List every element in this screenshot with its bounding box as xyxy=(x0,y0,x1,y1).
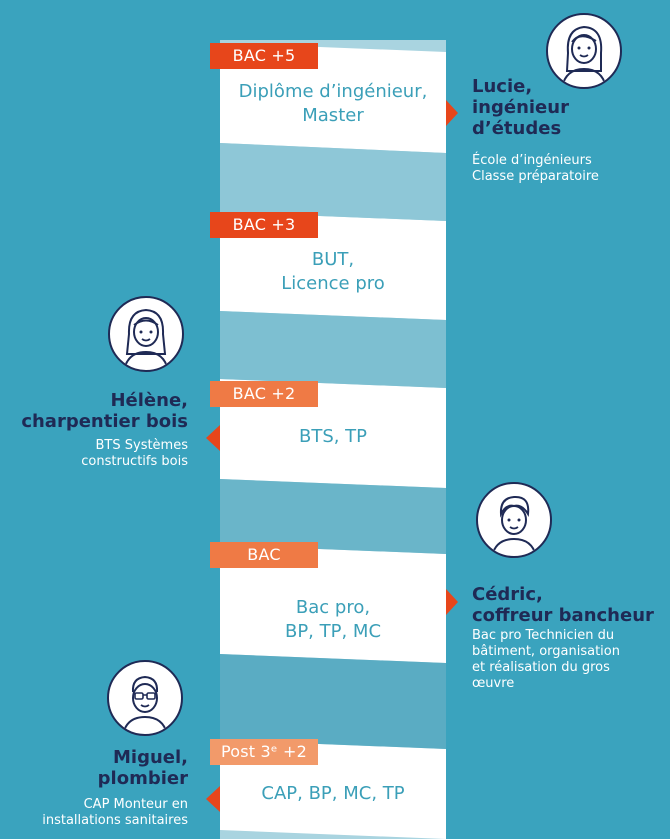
ribbon-connector xyxy=(220,311,446,388)
person-name-cedric: Cédric, coffreur bancheur xyxy=(472,584,654,626)
level-badge-bac2: BAC +2 xyxy=(210,381,318,407)
ribbon-segment-bac5 xyxy=(220,43,446,153)
ribbon-segment-bac3 xyxy=(220,212,446,320)
ribbon-connector xyxy=(220,654,446,749)
person-path-cedric: Bac pro Technicien du bâtiment, organisa… xyxy=(472,628,620,691)
degree-text-bac: Bac pro, BP, TP, MC xyxy=(284,597,382,642)
ribbon-connector xyxy=(220,143,446,221)
ribbon-segment-bac xyxy=(220,545,446,663)
degree-text-bac2: BTS, TP xyxy=(298,426,368,447)
arrow-left-icon xyxy=(206,786,220,812)
person-name-lucie: Lucie, ingénieur d’études xyxy=(472,76,569,139)
degree-text-post3: CAP, BP, MC, TP xyxy=(261,783,405,804)
man-glasses-avatar-icon xyxy=(107,660,183,736)
level-badge-bac: BAC xyxy=(210,542,318,568)
man-avatar-icon xyxy=(476,482,552,558)
ribbon-connector xyxy=(220,479,446,554)
person-name-miguel: Miguel, plombier xyxy=(97,747,188,789)
person-path-helene: BTS Systèmes constructifs bois xyxy=(81,438,188,469)
woman-avatar-icon xyxy=(546,13,622,89)
woman-avatar-icon xyxy=(108,296,184,372)
person-path-miguel: CAP Monteur en installations sanitaires xyxy=(42,797,188,828)
arrow-right-icon xyxy=(446,589,458,615)
arrow-right-icon xyxy=(446,100,458,126)
arrow-left-icon xyxy=(206,425,220,451)
level-badge-bac3: BAC +3 xyxy=(210,212,318,238)
person-name-helene: Hélène, charpentier bois xyxy=(21,390,188,432)
level-badge-post3: Post 3ᵉ +2 xyxy=(210,739,318,765)
degree-text-bac5: Diplôme d’ingénieur, Master xyxy=(238,81,428,126)
degree-text-bac3: BUT, Licence pro xyxy=(281,249,385,294)
level-badge-bac5: BAC +5 xyxy=(210,43,318,69)
person-path-lucie: École d’ingénieurs Classe préparatoire xyxy=(472,153,599,184)
